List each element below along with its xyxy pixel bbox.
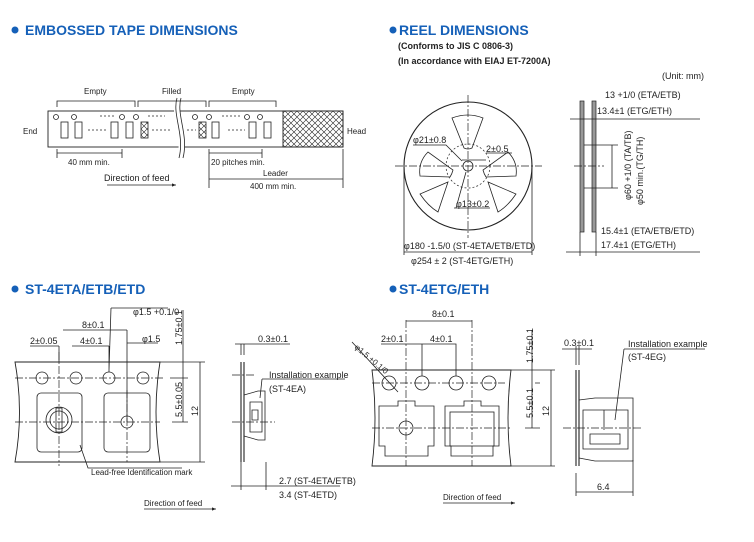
pitch-8-label: 8±0.1 bbox=[432, 309, 454, 319]
sprocket-hole-label: φ1.5 +0.1/0 bbox=[133, 307, 179, 317]
edge-175-label: 1.75±0.1 bbox=[525, 328, 535, 363]
thickness-label: 0.3±0.1 bbox=[258, 334, 288, 344]
pitch-4-label: 4±0.1 bbox=[430, 334, 452, 344]
reel-width-label: 13 +1/0 (ETA/ETB) bbox=[605, 90, 681, 100]
reel-section: REEL DIMENSIONS (Conforms to JIS C 0806-… bbox=[389, 22, 704, 266]
min-40-label: 40 mm min. bbox=[68, 158, 110, 167]
pitch-2-label: 2±0.05 bbox=[30, 336, 57, 346]
bullet-icon bbox=[11, 26, 19, 34]
offset-55-label: 5.5±0.1 bbox=[525, 388, 535, 418]
bullet-icon bbox=[11, 285, 19, 293]
head-label: Head bbox=[347, 127, 366, 136]
end-label: End bbox=[23, 127, 37, 136]
pitch-2-label: 2±0.1 bbox=[381, 334, 403, 344]
reel-front-view: φ21±0.8 2±0.5 φ13±0.2 φ180 -1.5/0 (ST-4E… bbox=[395, 95, 542, 266]
etg-side-view: 0.3±0.1 Installation example (ST-4EG) 6.… bbox=[562, 338, 708, 496]
installation-model-label: (ST-4EA) bbox=[269, 384, 306, 394]
reel-width-etg-label: 13.4±1 (ETG/ETH) bbox=[597, 106, 672, 116]
leader-hatch bbox=[282, 110, 344, 148]
subtitle-eiaj: (In accordance with EIAJ ET-7200A) bbox=[398, 56, 551, 66]
bullet-icon bbox=[389, 26, 397, 34]
section-title: ST-4ETG/ETH bbox=[399, 281, 489, 297]
empty-label: Empty bbox=[232, 87, 255, 96]
pitch-4-label: 4±0.1 bbox=[80, 336, 102, 346]
filled-label: Filled bbox=[162, 87, 181, 96]
empty-label: Empty bbox=[84, 87, 107, 96]
depth-34-label: 3.4 (ST-4ETD) bbox=[279, 490, 337, 500]
section-title: EMBOSSED TAPE DIMENSIONS bbox=[25, 22, 238, 38]
depth-27-label: 2.7 (ST-4ETA/ETB) bbox=[279, 476, 356, 486]
installation-example-label: Installation example bbox=[628, 339, 708, 349]
pitch-8-label: 8±0.1 bbox=[82, 320, 104, 330]
overall-width-label: 15.4±1 (ETA/ETB/ETD) bbox=[601, 226, 694, 236]
subtitle-jis: (Conforms to JIS C 0806-3) bbox=[398, 41, 513, 51]
lead-free-mark-label: Lead-free Identification mark bbox=[91, 468, 193, 477]
feed-label: Direction of feed bbox=[144, 499, 202, 508]
tape-diagram: Empty Filled Empty End Head 40 mm min. D… bbox=[23, 87, 366, 191]
offset-55-label: 5.5±0.05 bbox=[174, 382, 184, 417]
eta-tape-view: 8±0.1 2±0.05 4±0.1 φ1.5 +0.1/0 φ1.5 1.75… bbox=[14, 307, 205, 477]
width-12-label: 12 bbox=[541, 406, 551, 416]
section-title: ST-4ETA/ETB/ETD bbox=[25, 281, 145, 297]
slot-width-label: 2±0.5 bbox=[486, 144, 508, 154]
leader-label: Leader bbox=[263, 169, 288, 178]
hub-60-label: φ60 +1/0 (TA/TB) bbox=[623, 131, 633, 200]
eta-side-view: 0.3±0.1 Installation example (ST-4EA) 2.… bbox=[231, 334, 356, 500]
reel-diameter-label: φ180 -1.5/0 (ST-4ETA/ETB/ETD) bbox=[404, 241, 535, 251]
installation-model-label: (ST-4EG) bbox=[628, 352, 666, 362]
bullet-icon bbox=[389, 285, 397, 293]
thickness-label: 0.3±0.1 bbox=[564, 338, 594, 348]
pitches-label: 20 pitches min. bbox=[211, 158, 265, 167]
leader-min-label: 400 mm min. bbox=[250, 182, 296, 191]
section-title: REEL DIMENSIONS bbox=[399, 22, 529, 38]
overall-width-etg-label: 17.4±1 (ETG/ETH) bbox=[601, 240, 676, 250]
hub-50-label: φ50 min.(TG/TH) bbox=[635, 137, 645, 205]
reel-side-view: 13 +1/0 (ETA/ETB) 13.4±1 (ETG/ETH) φ60 +… bbox=[566, 90, 700, 256]
feed-label: Direction of feed bbox=[443, 493, 501, 502]
reel-diameter-large-label: φ254 ± 2 (ST-4ETG/ETH) bbox=[411, 256, 513, 266]
embossed-tape-section: EMBOSSED TAPE DIMENSIONS Emp bbox=[11, 22, 366, 191]
edge-175-label: 1.75±0.1 bbox=[174, 310, 184, 345]
sprocket-hole-label: φ1.5 +0.1/0 bbox=[353, 343, 391, 377]
st-4eta-section: ST-4ETA/ETB/ETD 8±0.1 2±0.05 4±0.1 φ1.5 … bbox=[11, 281, 356, 511]
depth-64-label: 6.4 bbox=[597, 482, 610, 492]
etg-tape-view: 8±0.1 2±0.1 4±0.1 φ1.5 +0.1/0 1.75±0.1 5… bbox=[351, 309, 555, 467]
width-12-label: 12 bbox=[190, 406, 200, 416]
feed-label: Direction of feed bbox=[104, 173, 170, 183]
unit-label: (Unit: mm) bbox=[662, 71, 704, 81]
hub-diameter-label: φ21±0.8 bbox=[413, 135, 446, 145]
pocket-hole-label: φ1.5 bbox=[142, 334, 160, 344]
arbor-diameter-label: φ13±0.2 bbox=[456, 199, 489, 209]
installation-example-label: Installation example bbox=[269, 370, 349, 380]
st-4etg-section: ST-4ETG/ETH 8±0.1 2±0.1 4±0.1 φ1.5 +0.1/… bbox=[351, 281, 708, 505]
